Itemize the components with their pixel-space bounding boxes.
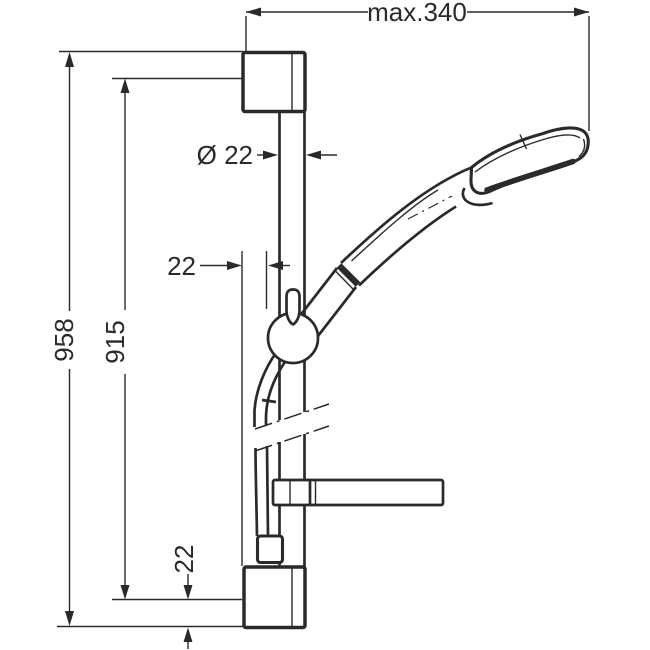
- dimension-overall-height: 958: [49, 50, 244, 628]
- dimension-overall-height-label: 958: [49, 318, 79, 361]
- slider: [266, 288, 320, 365]
- dimension-max-width: max.340: [245, 0, 590, 131]
- spray-face-shadow: [484, 158, 576, 193]
- handle-connector-band: [336, 263, 361, 287]
- dimension-bracket-distance-label: 915: [100, 320, 130, 363]
- dimension-slider-offset-label: 22: [167, 251, 196, 281]
- wall-bar: [278, 112, 306, 568]
- dimension-rail-diameter: Ø 22: [197, 140, 337, 170]
- dimension-bottom-overhang-label: 22: [169, 545, 199, 574]
- soap-dish: [271, 478, 445, 507]
- shower-hose: [253, 352, 289, 537]
- bottom-bracket: [242, 565, 307, 630]
- handle-axis-line: [407, 195, 453, 220]
- hand-shower: [297, 126, 590, 337]
- top-bracket: [241, 50, 307, 114]
- dimension-bottom-overhang: 22: [169, 545, 199, 649]
- dimension-bracket-distance: 915: [100, 77, 243, 601]
- dimension-max-width-label: max.340: [367, 0, 467, 27]
- dimension-slider-offset: 22: [167, 251, 290, 566]
- hose-end-fitting: [255, 534, 285, 565]
- dimension-rail-diameter-label: Ø 22: [197, 140, 253, 170]
- slider-lock-lever: [285, 288, 301, 326]
- head-joint-collar: [461, 187, 493, 207]
- handle-outline: [340, 166, 473, 264]
